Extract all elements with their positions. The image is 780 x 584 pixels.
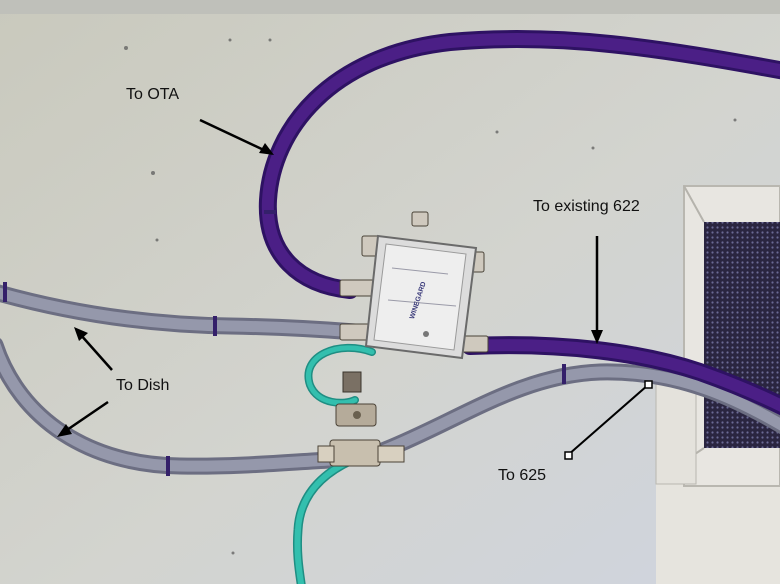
label-to-ota: To OTA <box>126 86 180 103</box>
splitter <box>364 234 478 360</box>
arrow-endpoint-625-bottom <box>564 451 573 460</box>
label-to-625: To 625 <box>498 467 547 484</box>
annotation-arrows <box>57 118 649 456</box>
wall-top-strip <box>0 0 780 14</box>
wall-specks <box>124 38 737 555</box>
purple-cables <box>258 29 780 416</box>
label-to-existing-622: To existing 622 <box>533 198 640 215</box>
label-to-dish: To Dish <box>116 377 170 394</box>
green-ground-wire <box>293 343 376 584</box>
arrow-endpoint-625-top <box>644 380 653 389</box>
ground-block <box>317 371 405 467</box>
cable-clips <box>3 210 566 476</box>
